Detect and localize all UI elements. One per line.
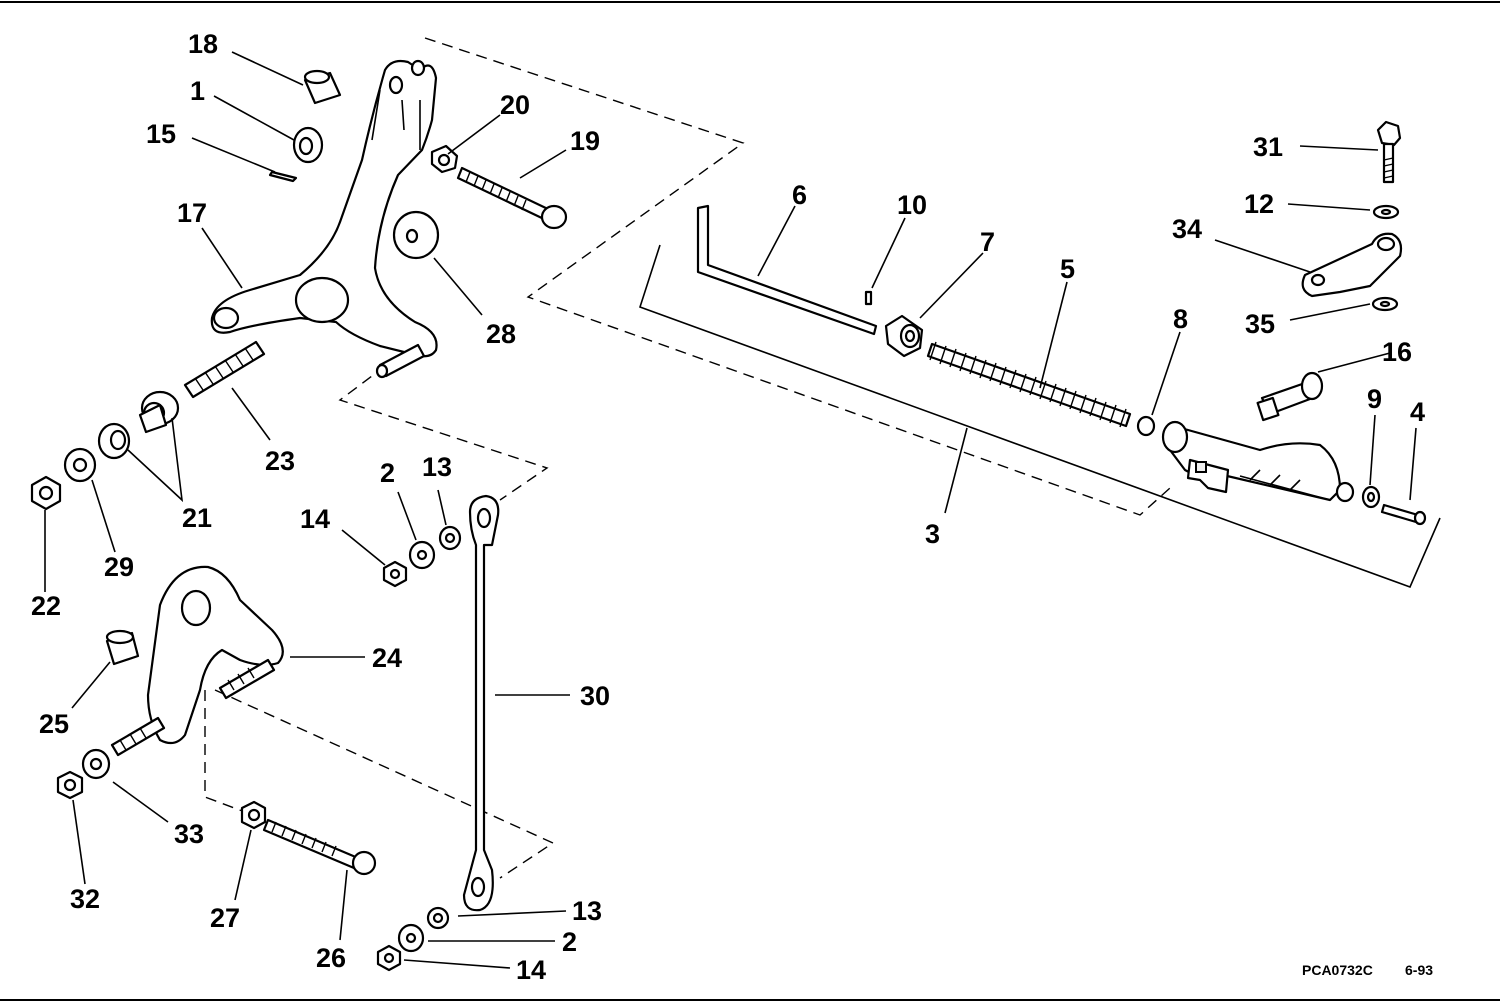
spacer-8 [1136, 415, 1156, 437]
callout-4: 4 [1410, 397, 1425, 427]
callout-34: 34 [1172, 214, 1202, 244]
bolt-31 [1376, 120, 1402, 184]
spacer-13-upper [438, 525, 462, 551]
washer-2-upper [408, 540, 436, 570]
arm-34 [1301, 232, 1403, 298]
callout-8: 8 [1173, 304, 1188, 334]
lever-24 [146, 565, 284, 745]
date-code: 6-93 [1405, 962, 1433, 978]
callout-32: 32 [70, 884, 100, 914]
callout-28: 28 [486, 319, 516, 349]
callout-17: 17 [177, 198, 207, 228]
assembly-lines [204, 37, 1441, 879]
screw-26 [262, 818, 377, 876]
lever-stud [110, 716, 166, 757]
callout-31: 31 [1253, 132, 1283, 162]
nut-14-lower [376, 944, 402, 972]
washer-12 [1372, 204, 1400, 220]
shaft-16 [1256, 371, 1324, 422]
callout-16: 16 [1382, 337, 1412, 367]
callout-26: 26 [316, 943, 346, 973]
stud-23 [183, 340, 266, 399]
rod-6 [696, 204, 878, 336]
nut-32 [56, 770, 84, 800]
cotter-pin-15 [268, 170, 298, 183]
callout-13-lower: 13 [572, 896, 602, 926]
leader-lines [44, 51, 1417, 969]
callout-12: 12 [1244, 189, 1274, 219]
callout-27: 27 [210, 903, 240, 933]
washer-9 [1361, 485, 1381, 509]
washer-33 [81, 748, 111, 780]
callout-7: 7 [980, 227, 995, 257]
callout-2-upper: 2 [380, 458, 395, 488]
callout-14-lower: 14 [516, 955, 546, 985]
roller-28 [392, 210, 440, 260]
washer-35 [1371, 296, 1399, 312]
spacer-13-lower [426, 906, 450, 930]
nut-27 [240, 800, 267, 830]
callout-13-upper: 13 [422, 452, 452, 482]
callout-6: 6 [792, 180, 807, 210]
nut-14-upper [382, 560, 408, 588]
callout-1: 1 [190, 76, 205, 106]
callout-5: 5 [1060, 254, 1075, 284]
callout-14-upper: 14 [300, 504, 330, 534]
callout-10: 10 [897, 190, 927, 220]
callout-25: 25 [39, 709, 69, 739]
bushing-25 [105, 629, 140, 666]
washer-29 [63, 447, 97, 483]
housing-3 [1161, 420, 1355, 503]
callout-33: 33 [174, 819, 204, 849]
throttle-arm-bracket [210, 59, 438, 358]
bushings-21 [97, 390, 180, 460]
spring-5 [926, 341, 1132, 428]
callout-2-lower: 2 [562, 927, 577, 957]
callout-19: 19 [570, 126, 600, 156]
callout-15: 15 [146, 119, 176, 149]
callout-9: 9 [1367, 384, 1382, 414]
callout-22: 22 [31, 591, 61, 621]
callout-29: 29 [104, 552, 134, 582]
callout-21: 21 [182, 503, 212, 533]
drawing-code: PCA0732C [1302, 962, 1373, 978]
nut-22 [30, 475, 62, 511]
callout-30: 30 [580, 681, 610, 711]
callout-35: 35 [1245, 309, 1275, 339]
link-rod-30 [462, 494, 500, 912]
callout-20: 20 [500, 90, 530, 120]
washer-1 [292, 126, 324, 164]
washer-2-lower [397, 923, 425, 953]
callout-18: 18 [188, 29, 218, 59]
pin-10 [864, 290, 873, 306]
screw-19 [456, 166, 568, 230]
screw-4 [1380, 503, 1427, 526]
callout-24: 24 [372, 643, 402, 673]
bracket-stud [375, 343, 426, 379]
callout-23: 23 [265, 446, 295, 476]
fitting-7 [884, 314, 924, 358]
bushing-18 [303, 69, 342, 105]
callout-labels: 18 1 15 17 20 19 28 23 21 22 29 2 13 14 … [31, 29, 1425, 985]
callout-3: 3 [925, 519, 940, 549]
